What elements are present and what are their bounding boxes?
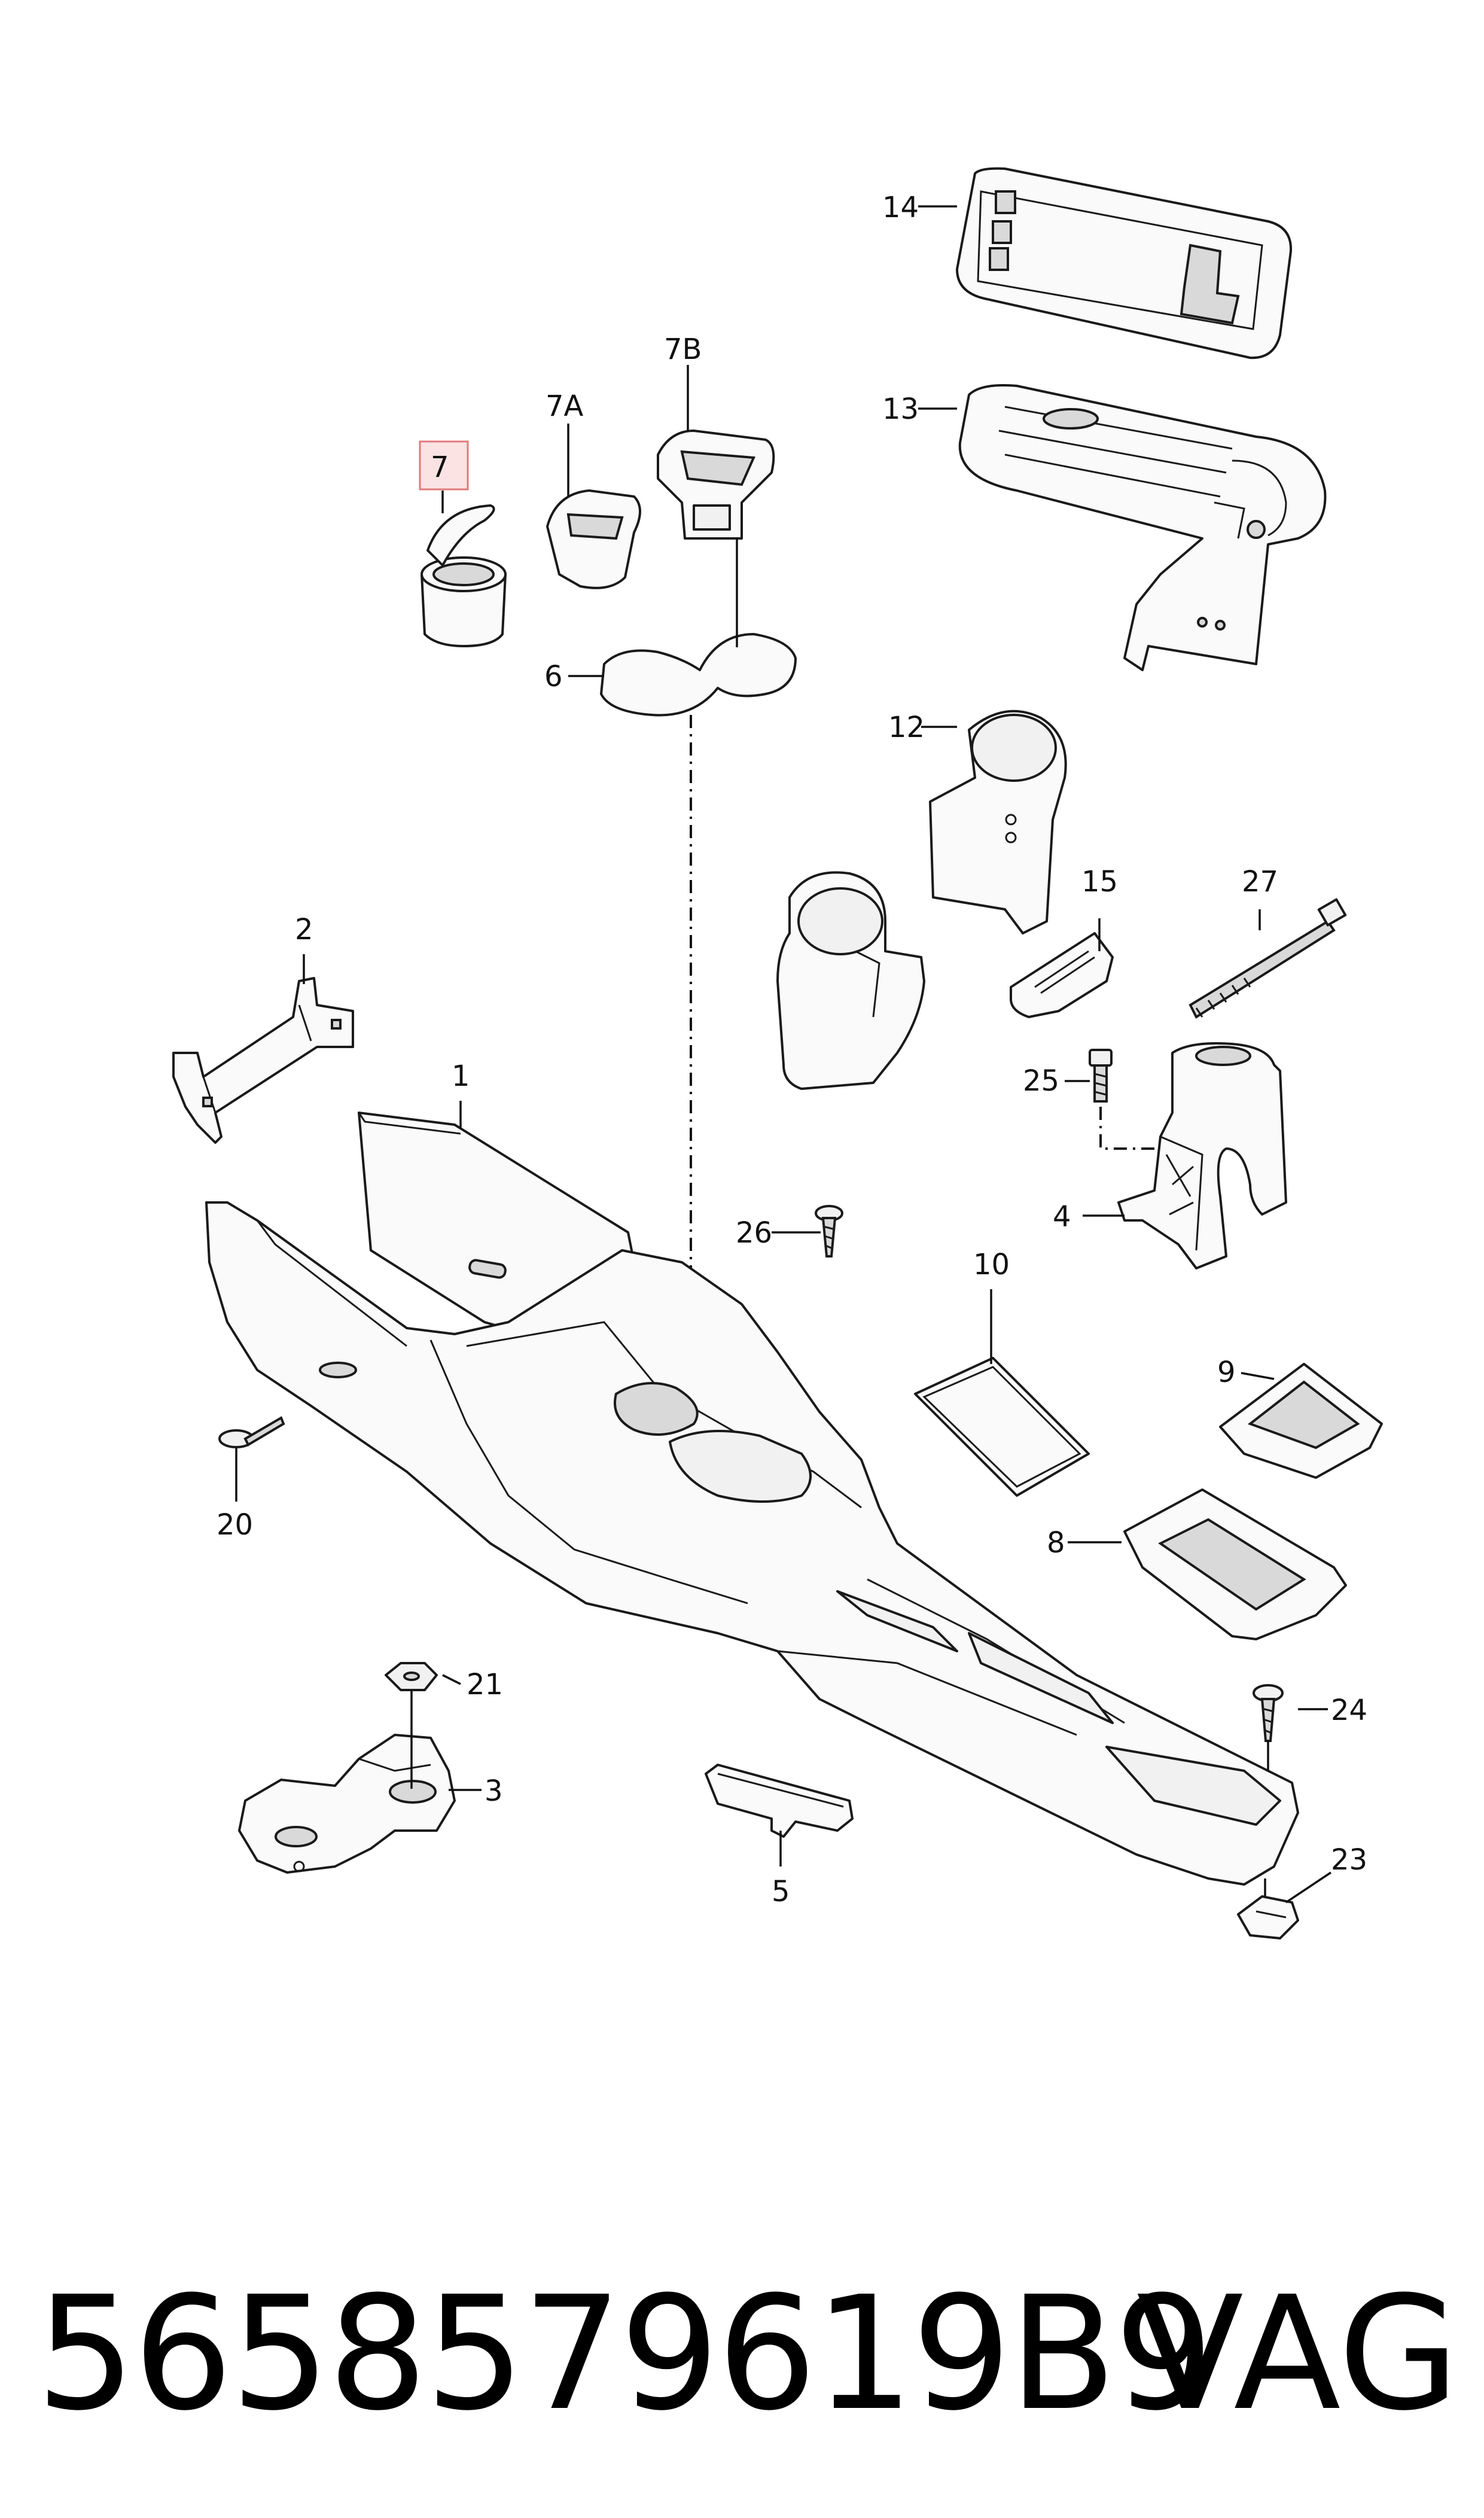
part-12-handle bbox=[776, 871, 925, 1090]
callout-20: 20 bbox=[217, 1508, 253, 1542]
callout-27: 27 bbox=[1242, 865, 1278, 899]
part-2-bracket bbox=[172, 977, 354, 1144]
part-7-cup-holder bbox=[420, 504, 507, 647]
part-7a-insert bbox=[546, 489, 641, 589]
part-7b-insert bbox=[657, 430, 775, 540]
main-console bbox=[205, 1201, 1299, 1886]
part-21-nut bbox=[385, 1662, 438, 1691]
part-9-tray bbox=[1219, 1363, 1383, 1479]
callout-25: 25 bbox=[1023, 1064, 1059, 1098]
callout-7b: 7B bbox=[664, 333, 702, 366]
part-13-armrest-support bbox=[958, 384, 1327, 671]
callout-26: 26 bbox=[736, 1216, 772, 1250]
part-23-clip bbox=[1237, 1895, 1299, 1940]
callout-4: 4 bbox=[1053, 1200, 1071, 1234]
part-8-tray bbox=[1123, 1488, 1347, 1640]
callout-6: 6 bbox=[544, 660, 563, 693]
callout-5: 5 bbox=[772, 1875, 790, 1908]
part-10-mat bbox=[914, 1357, 1090, 1497]
footer: 5658579619B9 VAG bbox=[36, 2255, 1459, 2453]
highlight-box-7 bbox=[419, 440, 469, 491]
callout-14: 14 bbox=[882, 191, 919, 224]
part-5-clip bbox=[705, 1764, 854, 1838]
callout-24: 24 bbox=[1331, 1694, 1367, 1727]
dash-25-4 bbox=[1099, 1107, 1154, 1150]
part-24-screw bbox=[1253, 1684, 1284, 1742]
callout-3: 3 bbox=[484, 1774, 503, 1808]
part-3-bracket bbox=[238, 1734, 456, 1874]
callout-23: 23 bbox=[1331, 1843, 1367, 1877]
part-number: 5658579619B9 bbox=[36, 2263, 1214, 2445]
callout-8: 8 bbox=[1047, 1526, 1065, 1560]
callout-2: 2 bbox=[295, 913, 313, 946]
callout-7[interactable]: 7 bbox=[431, 450, 449, 484]
callout-12: 12 bbox=[888, 711, 925, 744]
callout-7a: 7A bbox=[546, 389, 584, 423]
part-14-armrest-lid bbox=[956, 167, 1293, 360]
parts-diagram: 14 13 7B 7A 7 6 12 15 27 2 25 1 4 26 10 … bbox=[172, 167, 1383, 1940]
callout-1: 1 bbox=[452, 1059, 470, 1093]
part-6-mat bbox=[600, 633, 797, 717]
callout-21: 21 bbox=[467, 1668, 503, 1701]
part-4-bracket bbox=[1117, 1042, 1287, 1269]
callout-15: 15 bbox=[1081, 865, 1118, 899]
part-1-side-panel bbox=[358, 1112, 635, 1335]
callout-10: 10 bbox=[973, 1248, 1010, 1281]
part-12-bracket-cover bbox=[929, 710, 1067, 934]
part-25-screw bbox=[1089, 1049, 1113, 1103]
part-27-bolt bbox=[1189, 898, 1347, 1019]
part-26-screw bbox=[815, 1205, 843, 1258]
brand-label: VAG bbox=[1136, 2263, 1459, 2445]
callout-13: 13 bbox=[882, 392, 919, 426]
callout-9: 9 bbox=[1217, 1356, 1236, 1389]
part-15-clip bbox=[1010, 932, 1114, 1018]
part-20-screw bbox=[218, 1416, 285, 1448]
